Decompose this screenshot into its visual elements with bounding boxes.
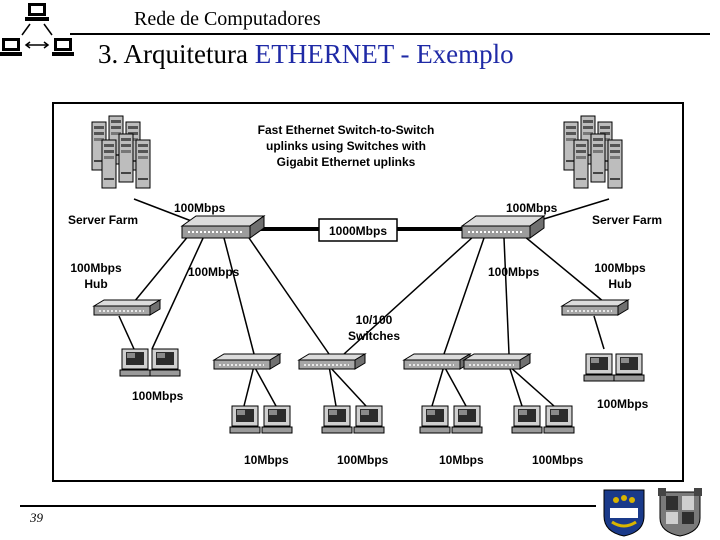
- caption-line-1: Fast Ethernet Switch-to-Switch: [258, 123, 435, 137]
- hub-left: [93, 299, 161, 316]
- page-number: 39: [30, 510, 43, 525]
- bottom-speed-1: 10Mbps: [244, 453, 289, 467]
- hub-right: [561, 299, 629, 316]
- core-switch-right: [461, 215, 545, 239]
- footer-divider: [20, 505, 596, 507]
- access-switch-3: [403, 353, 471, 370]
- caption-line-2: uplinks using Switches with: [266, 139, 426, 153]
- university-crest-icon: [603, 489, 645, 537]
- access-switch-2: [298, 353, 366, 370]
- diagram-canvas: Fast Ethernet Switch-to-Switch uplinks u…: [68, 115, 662, 467]
- hub-left-label-2: Hub: [84, 277, 107, 291]
- hub-left-label-1: 100Mbps: [70, 261, 122, 275]
- header-divider: [70, 33, 710, 35]
- slide-title: 3. Arquitetura ETHERNET - Exemplo: [98, 39, 514, 70]
- server-farm-left-label: Server Farm: [68, 213, 138, 227]
- ethernet-diagram: Fast Ethernet Switch-to-Switch uplinks u…: [52, 102, 684, 482]
- server-farm-right-label: Server Farm: [592, 213, 662, 227]
- hub-right-label-1: 100Mbps: [594, 261, 646, 275]
- workstations: [119, 348, 645, 434]
- slide-title-prefix: 3. Arquitetura: [98, 39, 255, 69]
- link-right-down-label: 100Mbps: [488, 265, 540, 279]
- link-left-down-label: 100Mbps: [188, 265, 240, 279]
- slide-title-accent: ETHERNET - Exemplo: [254, 39, 514, 69]
- switches-label-1: 10/100: [356, 313, 393, 327]
- switches-label-2: Switches: [348, 329, 400, 343]
- link-right-server-label: 100Mbps: [506, 201, 558, 215]
- server-farm-left: [91, 115, 151, 189]
- access-switch-1: [213, 353, 281, 370]
- hub-right-label-2: Hub: [608, 277, 631, 291]
- server-farm-right: [563, 115, 623, 189]
- caption-line-3: Gigabit Ethernet uplinks: [277, 155, 416, 169]
- institute-crest-icon: [658, 488, 702, 537]
- course-title: Rede de Computadores: [134, 8, 321, 30]
- hub-right-speed-label: 100Mbps: [597, 397, 649, 411]
- core-switch-left: [181, 215, 265, 239]
- access-switch-4: [463, 353, 531, 370]
- bottom-speed-2: 100Mbps: [337, 453, 389, 467]
- backbone-label-box: [318, 218, 398, 242]
- bottom-speed-3: 10Mbps: [439, 453, 484, 467]
- backbone-label: 1000Mbps: [329, 224, 387, 238]
- hub-left-speed-label: 100Mbps: [132, 389, 184, 403]
- network-computers-icon: [0, 3, 74, 56]
- link-left-server-label: 100Mbps: [174, 201, 226, 215]
- bottom-speed-4: 100Mbps: [532, 453, 584, 467]
